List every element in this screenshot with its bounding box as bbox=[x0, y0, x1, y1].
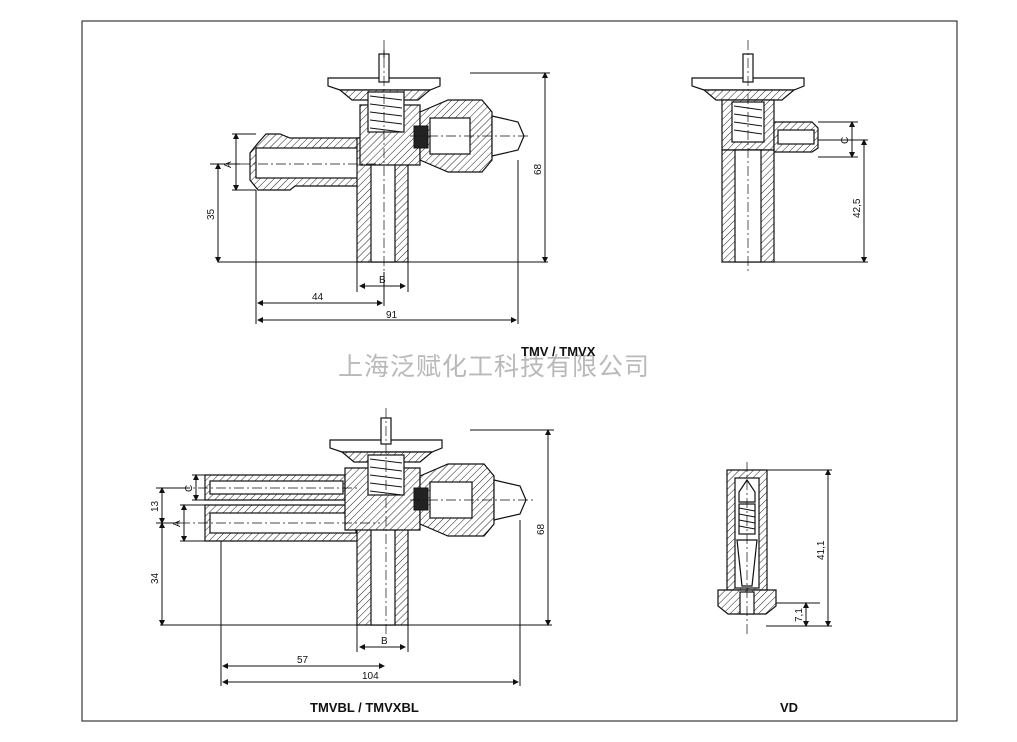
tmv-dim-b: B bbox=[379, 275, 386, 286]
tmv-caption: TMV / TMVX bbox=[521, 344, 596, 359]
tmv-side-dim-42: 42,5 bbox=[852, 198, 863, 218]
tmvbl-dim-68: 68 bbox=[536, 523, 547, 535]
tmv-side-dim-c: C bbox=[840, 137, 851, 144]
tmvbl-valve-view bbox=[156, 408, 554, 686]
tmv-dim-68: 68 bbox=[533, 163, 544, 175]
tmvbl-dim-a: A bbox=[172, 520, 183, 527]
tmv-valve-view bbox=[210, 40, 550, 324]
tmvbl-dim-57: 57 bbox=[297, 655, 309, 666]
drawing-frame bbox=[81, 20, 958, 722]
tmv-dim-44: 44 bbox=[312, 292, 324, 303]
tmv-side-view bbox=[691, 40, 868, 272]
tmvbl-dim-b: B bbox=[381, 636, 388, 647]
vd-part-view bbox=[717, 462, 832, 636]
tmvbl-dim-c: C bbox=[184, 485, 195, 492]
vd-dim-7: 7,1 bbox=[794, 608, 805, 622]
tmv-dim-a: A bbox=[223, 161, 234, 168]
vd-dim-41: 41,1 bbox=[816, 540, 827, 560]
tmvbl-caption: TMVBL / TMVXBL bbox=[310, 700, 419, 715]
watermark-text: 上海泛赋化工科技有限公司 bbox=[338, 352, 650, 381]
tmv-dim-91: 91 bbox=[386, 310, 398, 321]
tmv-dim-35: 35 bbox=[206, 208, 217, 220]
tmvbl-dim-104: 104 bbox=[362, 671, 379, 682]
tmvbl-dim-34: 34 bbox=[150, 572, 161, 584]
tmvbl-dim-13: 13 bbox=[150, 500, 161, 512]
vd-caption: VD bbox=[780, 700, 798, 715]
